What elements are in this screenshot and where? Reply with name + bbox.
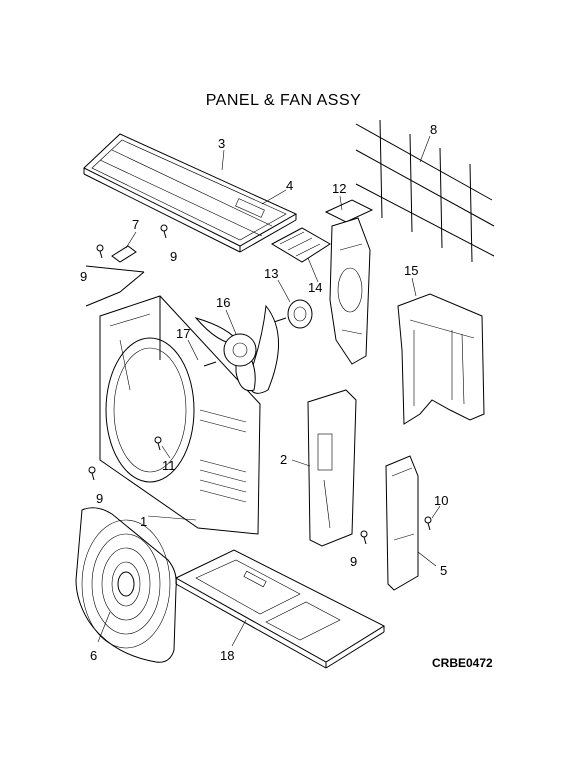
diagram-title: PANEL & FAN ASSY	[205, 92, 362, 109]
part-motor-support	[324, 199, 374, 365]
part-propeller-fan	[194, 304, 279, 394]
callout-9-top: 9	[170, 249, 177, 264]
callout-8: 8	[430, 122, 437, 137]
part-side-panel	[307, 389, 357, 547]
callout-2: 2	[280, 452, 287, 467]
part-side-cover	[385, 455, 419, 591]
part-base-plate	[174, 549, 386, 669]
callout-7: 7	[132, 217, 139, 232]
screw-9-side	[360, 530, 368, 545]
part-top-panel	[83, 133, 298, 253]
callout-9-lower: 9	[96, 491, 103, 506]
part-wire-guard	[355, 119, 495, 263]
callout-4: 4	[286, 178, 293, 193]
callout-5: 5	[440, 563, 447, 578]
callout-6: 6	[90, 648, 97, 663]
screw-9-upper	[96, 244, 104, 259]
part-fan-motor	[273, 299, 313, 329]
callout-1: 1	[140, 514, 147, 529]
screw-11	[154, 436, 162, 451]
callout-17: 17	[176, 326, 190, 341]
part-front-cabinet	[99, 295, 261, 535]
screw-9-top	[160, 224, 168, 239]
callout-9-side: 9	[350, 554, 357, 569]
callout-10: 10	[434, 493, 448, 508]
callout-9-upper: 9	[80, 269, 87, 284]
screw-9-lower	[88, 466, 96, 481]
drawing-code: CRBE0472	[432, 656, 493, 670]
part-fan-guard	[75, 507, 177, 663]
part-bracket	[270, 227, 331, 263]
part-partition-plate	[397, 293, 485, 425]
callout-15: 15	[404, 263, 418, 278]
callout-13: 13	[264, 266, 278, 281]
callout-3: 3	[218, 136, 225, 151]
leader-lines	[97, 135, 441, 647]
part-small-bracket	[85, 245, 145, 307]
callout-18: 18	[220, 648, 234, 663]
callout-12: 12	[332, 181, 346, 196]
callout-14: 14	[308, 280, 322, 295]
callout-labels: 3 4 8 12 7 9 9 15 13 14 16 17 2 11 9 1 1…	[80, 122, 448, 663]
callout-11: 11	[162, 458, 176, 473]
screw-10	[424, 516, 432, 531]
callout-16: 16	[216, 295, 230, 310]
